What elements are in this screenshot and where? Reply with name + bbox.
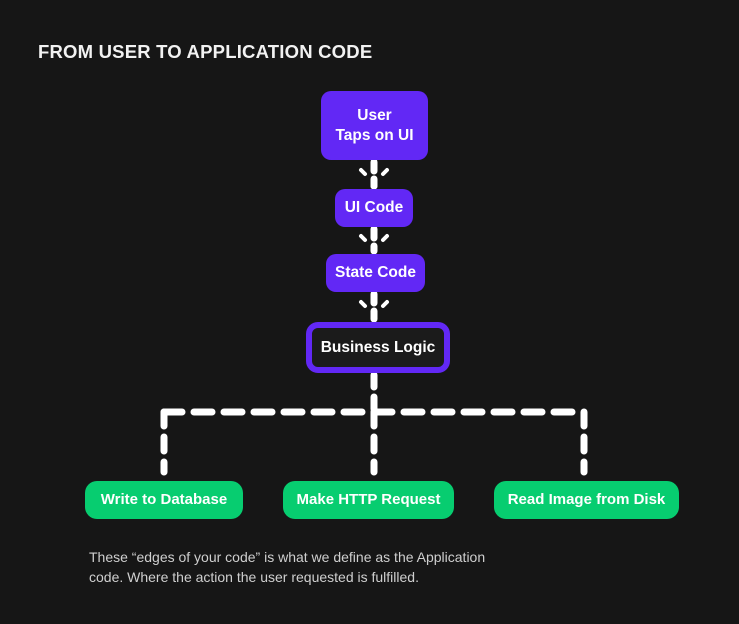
node-state-code-label: State Code bbox=[335, 264, 416, 282]
node-user-taps-on-ui[interactable]: User Taps on UI bbox=[321, 91, 428, 160]
edge-business-branch-bus bbox=[160, 371, 588, 416]
node-make-http-request-label: Make HTTP Request bbox=[296, 490, 441, 508]
caption: These “edges of your code” is what we de… bbox=[89, 547, 559, 588]
node-make-http-request[interactable]: Make HTTP Request bbox=[283, 481, 454, 519]
caption-line-1: These “edges of your code” is what we de… bbox=[89, 549, 486, 565]
node-ui-code-label: UI Code bbox=[344, 199, 404, 217]
node-write-to-database[interactable]: Write to Database bbox=[85, 481, 243, 519]
page-title: FROM USER TO APPLICATION CODE bbox=[38, 41, 373, 62]
caption-line-2: code. Where the action the user requeste… bbox=[89, 569, 419, 586]
edge-state-to-business bbox=[359, 290, 389, 323]
node-write-to-database-label: Write to Database bbox=[100, 490, 228, 508]
node-read-image-from-disk-label: Read Image from Disk bbox=[507, 490, 666, 508]
node-user-label-line1: User bbox=[357, 106, 392, 124]
node-state-code[interactable]: State Code bbox=[326, 254, 425, 292]
node-read-image-from-disk[interactable]: Read Image from Disk bbox=[494, 481, 679, 519]
edge-ui-to-state bbox=[359, 225, 389, 255]
edge-user-to-ui bbox=[359, 158, 389, 190]
node-user-label-line2: Taps on UI bbox=[335, 126, 414, 144]
node-ui-code[interactable]: UI Code bbox=[335, 189, 413, 227]
node-business-logic[interactable]: Business Logic bbox=[306, 322, 450, 373]
node-business-logic-label: Business Logic bbox=[320, 338, 436, 356]
